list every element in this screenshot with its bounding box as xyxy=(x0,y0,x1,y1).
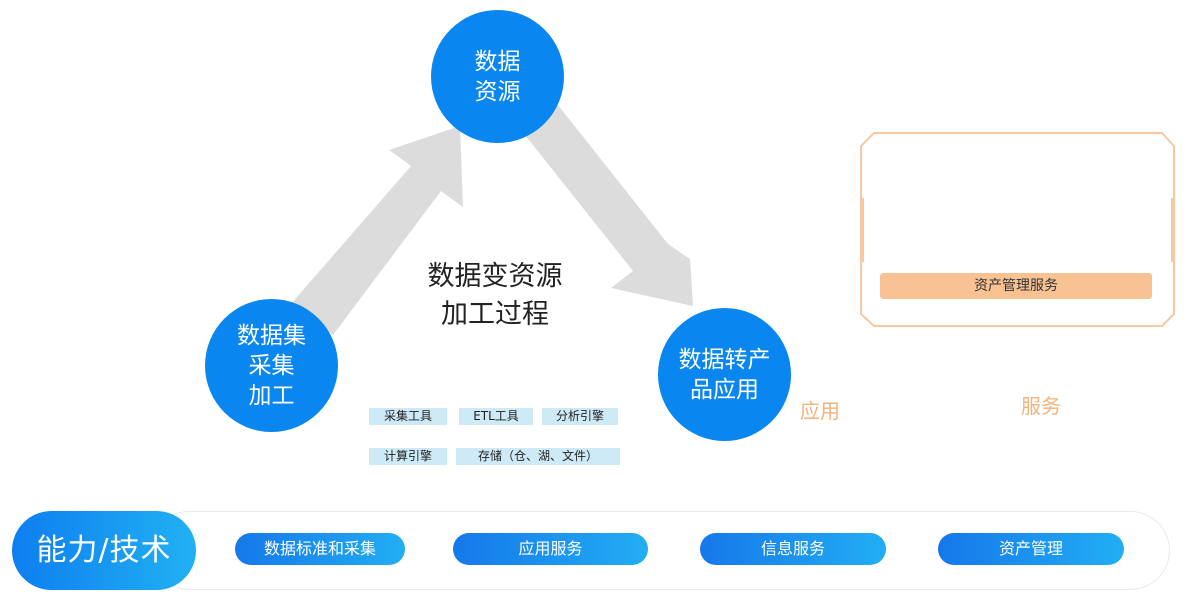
arrow-down-to-product xyxy=(525,105,693,306)
node-collect-process: 数据集 采集 加工 xyxy=(205,299,338,432)
arrow-up-to-resource xyxy=(290,126,463,335)
tool-tag: 存储（仓、湖、文件） xyxy=(456,448,620,465)
asset-management-service-bar: 资产管理服务 xyxy=(880,273,1152,299)
application-label: 应用 xyxy=(800,399,840,423)
capability-pill-information-service: 信息服务 xyxy=(700,533,886,565)
process-title: 数据变资源 加工过程 xyxy=(427,261,563,330)
asset-frame xyxy=(860,132,1175,327)
capability-pill-application-service: 应用服务 xyxy=(453,533,648,565)
tool-tag: 计算引擎 xyxy=(369,448,447,465)
capability-title: 能力/技术 xyxy=(12,511,196,590)
service-label: 服务 xyxy=(1021,394,1061,418)
node-data-resource: 数据 资源 xyxy=(431,10,564,143)
tool-tag: 采集工具 xyxy=(369,408,447,425)
capability-pill-standard-collect: 数据标准和采集 xyxy=(235,533,405,565)
tool-tag: 分析引擎 xyxy=(542,408,618,425)
tool-tag: ETL工具 xyxy=(459,408,533,425)
capability-pill-asset-management: 资产管理 xyxy=(938,533,1124,565)
node-product-application: 数据转产 品应用 xyxy=(658,308,791,441)
